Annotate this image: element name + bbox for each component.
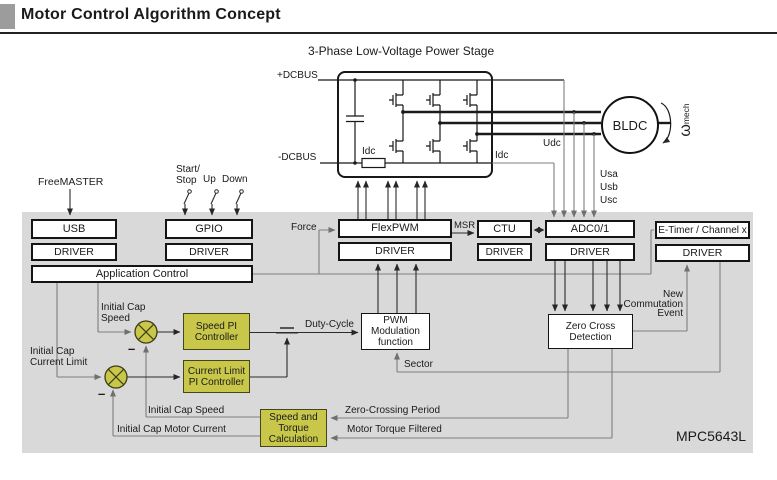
minus-sign-current: – (98, 386, 106, 401)
block-flexpwm-driver: DRIVER (338, 242, 452, 261)
start-stop-label: Start/ Stop (176, 164, 200, 186)
usa-label: Usa (600, 169, 618, 180)
block-pwm-modulation: PWM Modulation function (361, 313, 430, 350)
freemaster-label: FreeMASTER (38, 176, 104, 188)
chip-name-label: MPC5643L (676, 428, 747, 444)
initial-cap-motor-current-label: Initial Cap Motor Current (117, 424, 226, 435)
block-application-control: Application Control (31, 265, 253, 283)
rotation-arrow (660, 102, 672, 144)
block-usb: USB (31, 219, 117, 239)
initial-cap-current-limit-label: Initial Cap Current Limit (30, 346, 88, 368)
block-speed-torque-calculation: Speed and Torque Calculation (260, 409, 327, 447)
usc-label: Usc (600, 195, 618, 206)
duty-cycle-label: Duty-Cycle (305, 319, 354, 330)
omega-symbol: ω (677, 124, 694, 137)
block-usb-driver: DRIVER (31, 243, 117, 261)
block-gpio: GPIO (165, 219, 253, 239)
idc-shunt-label: Idc (362, 146, 376, 157)
block-adc-driver: DRIVER (545, 243, 635, 261)
bldc-label: BLDC (612, 117, 648, 133)
zero-crossing-period-label: Zero-Crossing Period (345, 405, 441, 416)
up-label: Up (203, 174, 216, 185)
initial-cap-speed-feedback-label: Initial Cap Speed (148, 405, 225, 416)
ctu-adc-link (533, 226, 545, 234)
sector-label: Sector (404, 359, 433, 370)
idc-sense-label: Idc (495, 150, 509, 161)
initial-cap-speed-ref-label: Initial Cap Speed (101, 302, 146, 324)
block-zero-cross-detection: Zero Cross Detection (548, 314, 633, 349)
block-gpio-driver: DRIVER (165, 243, 253, 261)
usb-label: Usb (600, 182, 618, 193)
minus-sign-speed: – (128, 341, 136, 356)
switch-contacts (187, 189, 244, 194)
power-stage-title: 3-Phase Low-Voltage Power Stage (308, 44, 495, 58)
force-label: Force (291, 222, 317, 233)
block-ctu-driver: DRIVER (477, 243, 532, 261)
block-adc: ADC0/1 (545, 220, 635, 238)
down-label: Down (222, 174, 248, 185)
block-ctu: CTU (477, 220, 532, 238)
msr-label: MSR (454, 220, 476, 231)
dcbus-plus-label: +DCBUS (277, 70, 318, 81)
block-current-limit-pi-controller: Current Limit PI Controller (183, 360, 250, 393)
power-stage-schematic (318, 71, 564, 178)
udc-label: Udc (543, 138, 561, 149)
block-etimer: E-Timer / Channel x (655, 221, 750, 239)
title-divider (0, 32, 777, 34)
new-commutation-event-label: New Commutation Event (623, 289, 683, 319)
motor-torque-filtered-label: Motor Torque Filtered (347, 424, 442, 435)
bldc-motor: BLDC (601, 96, 659, 154)
title-accent-square (0, 4, 15, 29)
block-etimer-driver: DRIVER (655, 244, 750, 262)
block-speed-pi-controller: Speed PI Controller (183, 313, 250, 350)
page-title: Motor Control Algorithm Concept (21, 6, 281, 23)
omega-subscript: mech (681, 103, 691, 125)
signal-lines (67, 180, 623, 380)
summing-junctions (104, 320, 158, 389)
block-flexpwm: FlexPWM (338, 219, 452, 238)
sense-lines (56, 80, 721, 438)
dcbus-minus-label: -DCBUS (278, 152, 317, 163)
